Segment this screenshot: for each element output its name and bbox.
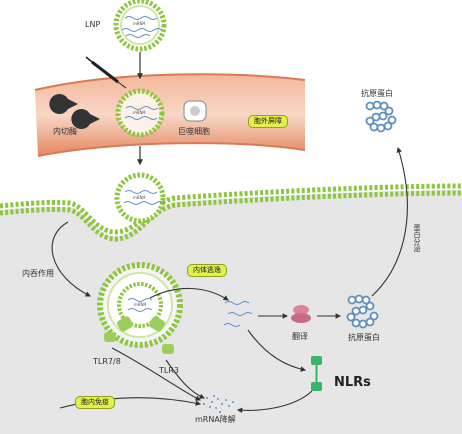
- protein-chain-icon: [346, 294, 379, 329]
- macrophage-label: 巨噬细胞: [178, 127, 210, 136]
- lnp-at-membrane: [114, 172, 166, 224]
- mrna-degradation-label: mRNA降解: [195, 415, 236, 424]
- antigen-protein-top-label: 抗原蛋白: [361, 89, 393, 98]
- syringe-icon: [85, 56, 127, 89]
- mrna-label-membrane: mRNA: [133, 195, 146, 200]
- lnp-top: [113, 0, 167, 52]
- lnp-middle: [115, 88, 165, 138]
- free-mrna: [223, 301, 253, 327]
- cell-cytoplasm: [0, 190, 462, 434]
- pacman-enzyme-icon: [49, 94, 100, 129]
- endosomal-escape-tag: 内体逃逸: [187, 264, 227, 277]
- tlr3-label: TLR3: [159, 366, 179, 375]
- innate-immunity-tag: 胞内免疫: [75, 396, 115, 409]
- protein-secretion-label: 蛋白分泌: [413, 224, 421, 252]
- mrna-label-top: mRNA: [133, 21, 146, 26]
- tlr3-receptor: [149, 316, 174, 354]
- nlrs-label: NLRs: [334, 375, 371, 390]
- secreted-protein-icon: [365, 100, 397, 133]
- mrna-label-middle: mRNA: [133, 110, 146, 115]
- endonuclease-label: 内切酶: [53, 127, 77, 136]
- extracellular-barrier-tag: 胞外屏障: [248, 115, 288, 128]
- ribosome-icon: [291, 305, 311, 323]
- tlr78-label: TLR7/8: [93, 357, 121, 366]
- mrna-label-endosome: mRNA: [134, 302, 147, 307]
- translation-label: 翻译: [292, 332, 308, 341]
- tissue-barrier: [35, 74, 305, 156]
- endocytosis-label: 内吞作用: [22, 269, 54, 278]
- antigen-protein-bottom-label: 抗原蛋白: [348, 333, 380, 342]
- tlr78-receptor: [104, 316, 133, 342]
- lnp-label: LNP: [85, 20, 101, 29]
- nlr-receptor: [311, 356, 322, 391]
- mrna-fragments: [203, 395, 234, 413]
- macrophage-cell-icon: [183, 100, 207, 122]
